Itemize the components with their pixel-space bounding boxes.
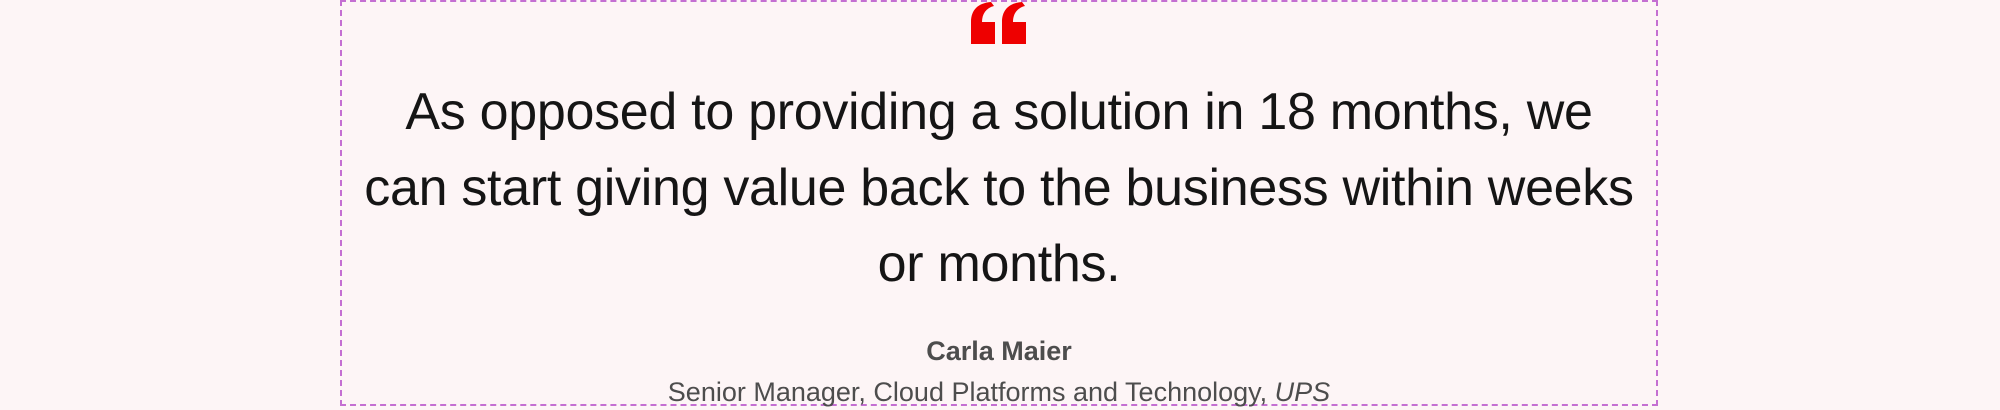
author-company: UPS [1274, 377, 1331, 407]
author-name: Carla Maier [926, 336, 1072, 366]
author-title-line: Senior Manager, Cloud Platforms and Tech… [342, 374, 1656, 410]
quote-text: As opposed to providing a solution in 18… [364, 83, 1634, 293]
author-job-title: Senior Manager, Cloud Platforms and Tech… [667, 377, 1268, 407]
testimonial-card: As opposed to providing a solution in 18… [340, 0, 1658, 407]
quote-mark-icon [971, 2, 1026, 44]
